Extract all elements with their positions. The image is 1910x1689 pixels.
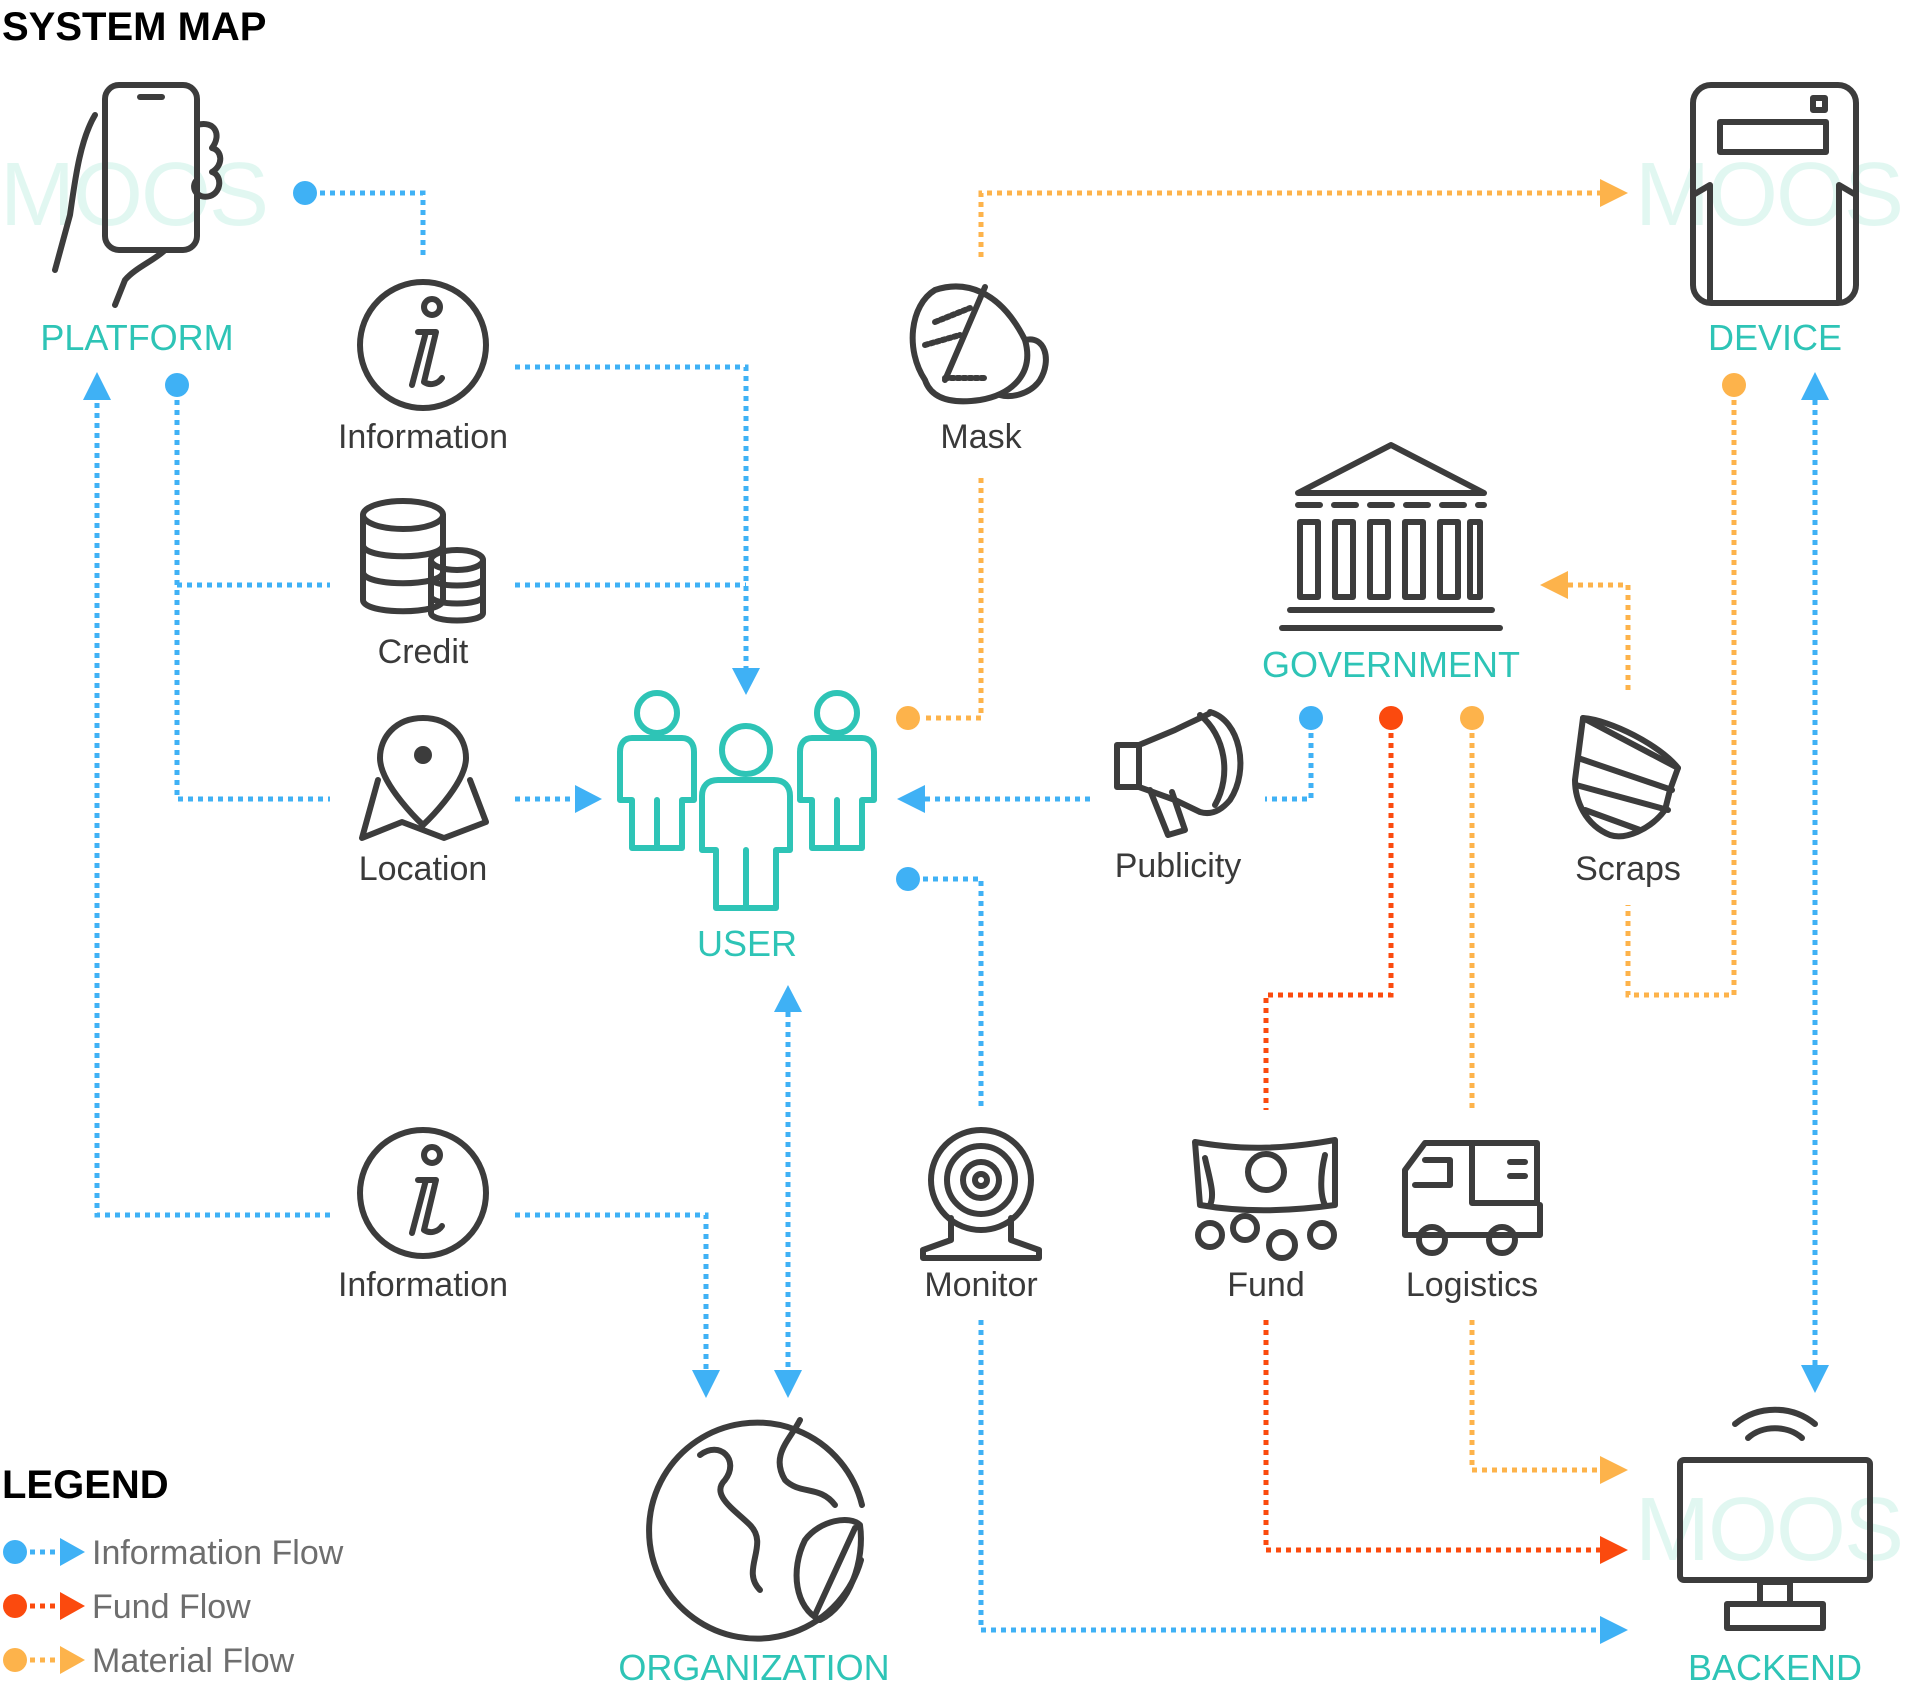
label-fund: Fund [1227, 1266, 1305, 1304]
flow-dot [896, 706, 920, 730]
database-icon [360, 498, 486, 624]
label-mask: Mask [940, 418, 1022, 456]
arrow-head [897, 785, 925, 813]
map-pin-icon [359, 715, 489, 841]
legend-entry-material: Material Flow [3, 1642, 295, 1680]
users-icon [617, 690, 877, 911]
phone-icon [52, 82, 224, 308]
scraps-icon [1572, 715, 1681, 840]
label-logistics: Logistics [1406, 1266, 1538, 1304]
fund-flows [1263, 706, 1628, 1564]
flow-dot [165, 373, 189, 397]
info-icon-top [357, 279, 489, 411]
arrow-head [83, 372, 111, 400]
node-label-backend: BACKEND [1688, 1647, 1862, 1688]
node-label-user: USER [697, 923, 797, 964]
flow-dot [1460, 706, 1484, 730]
flow-dot [1722, 373, 1746, 397]
money-icon [1192, 1137, 1338, 1261]
legend-entry-fund: Fund Flow [3, 1588, 251, 1626]
arrow-head [1600, 179, 1628, 207]
info-icon-bottom [357, 1127, 489, 1259]
node-label-platform: PLATFORM [40, 317, 233, 358]
legend: LEGEND Information Flow Fund Flow Materi… [2, 1463, 344, 1680]
flow-dot [896, 867, 920, 891]
page-title: SYSTEM MAP [2, 5, 266, 49]
label-information-top: Information [338, 418, 508, 456]
label-information-bottom: Information [338, 1266, 508, 1304]
arrow-head [1540, 571, 1568, 599]
arrow-head [774, 1370, 802, 1398]
arrow-head [1600, 1616, 1628, 1644]
mask-icon [909, 283, 1049, 405]
computer-icon [1677, 1406, 1873, 1631]
node-label-device: DEVICE [1708, 317, 1842, 358]
label-monitor: Monitor [924, 1266, 1037, 1304]
device-icon [1690, 82, 1859, 306]
node-label-government: GOVERNMENT [1262, 644, 1520, 685]
arrow-head [692, 1370, 720, 1398]
node-label-organization: ORGANIZATION [618, 1647, 889, 1688]
megaphone-icon [1114, 709, 1244, 838]
globe-leaf-icon [646, 1417, 865, 1642]
arrow-head [1801, 1365, 1829, 1393]
arrow-head [774, 985, 802, 1012]
flow-dot [1379, 706, 1403, 730]
arrow-head [1600, 1536, 1628, 1564]
legend-label-material: Material Flow [92, 1642, 295, 1680]
legend-title: LEGEND [2, 1463, 169, 1507]
government-building-icon [1279, 442, 1503, 631]
label-credit: Credit [378, 633, 469, 671]
flow-dot [293, 181, 317, 205]
watermark-device: MOOS [1635, 145, 1902, 245]
legend-label-information: Information Flow [92, 1534, 344, 1572]
truck-icon [1402, 1140, 1543, 1256]
arrow-head [1600, 1456, 1628, 1484]
arrow-head [1801, 372, 1829, 400]
legend-entry-information: Information Flow [3, 1534, 344, 1572]
watermark-platform: MOOS [0, 145, 267, 245]
watermark-backend: MOOS [1635, 1480, 1902, 1580]
information-flows [83, 181, 1829, 1644]
label-publicity: Publicity [1115, 847, 1242, 885]
label-scraps: Scraps [1575, 850, 1681, 888]
arrow-head [575, 785, 602, 813]
material-flows [896, 179, 1746, 1484]
legend-label-fund: Fund Flow [92, 1588, 251, 1626]
flow-dot [1299, 706, 1323, 730]
arrow-head [732, 668, 760, 695]
label-location: Location [359, 850, 488, 888]
camera-icon [920, 1127, 1042, 1261]
